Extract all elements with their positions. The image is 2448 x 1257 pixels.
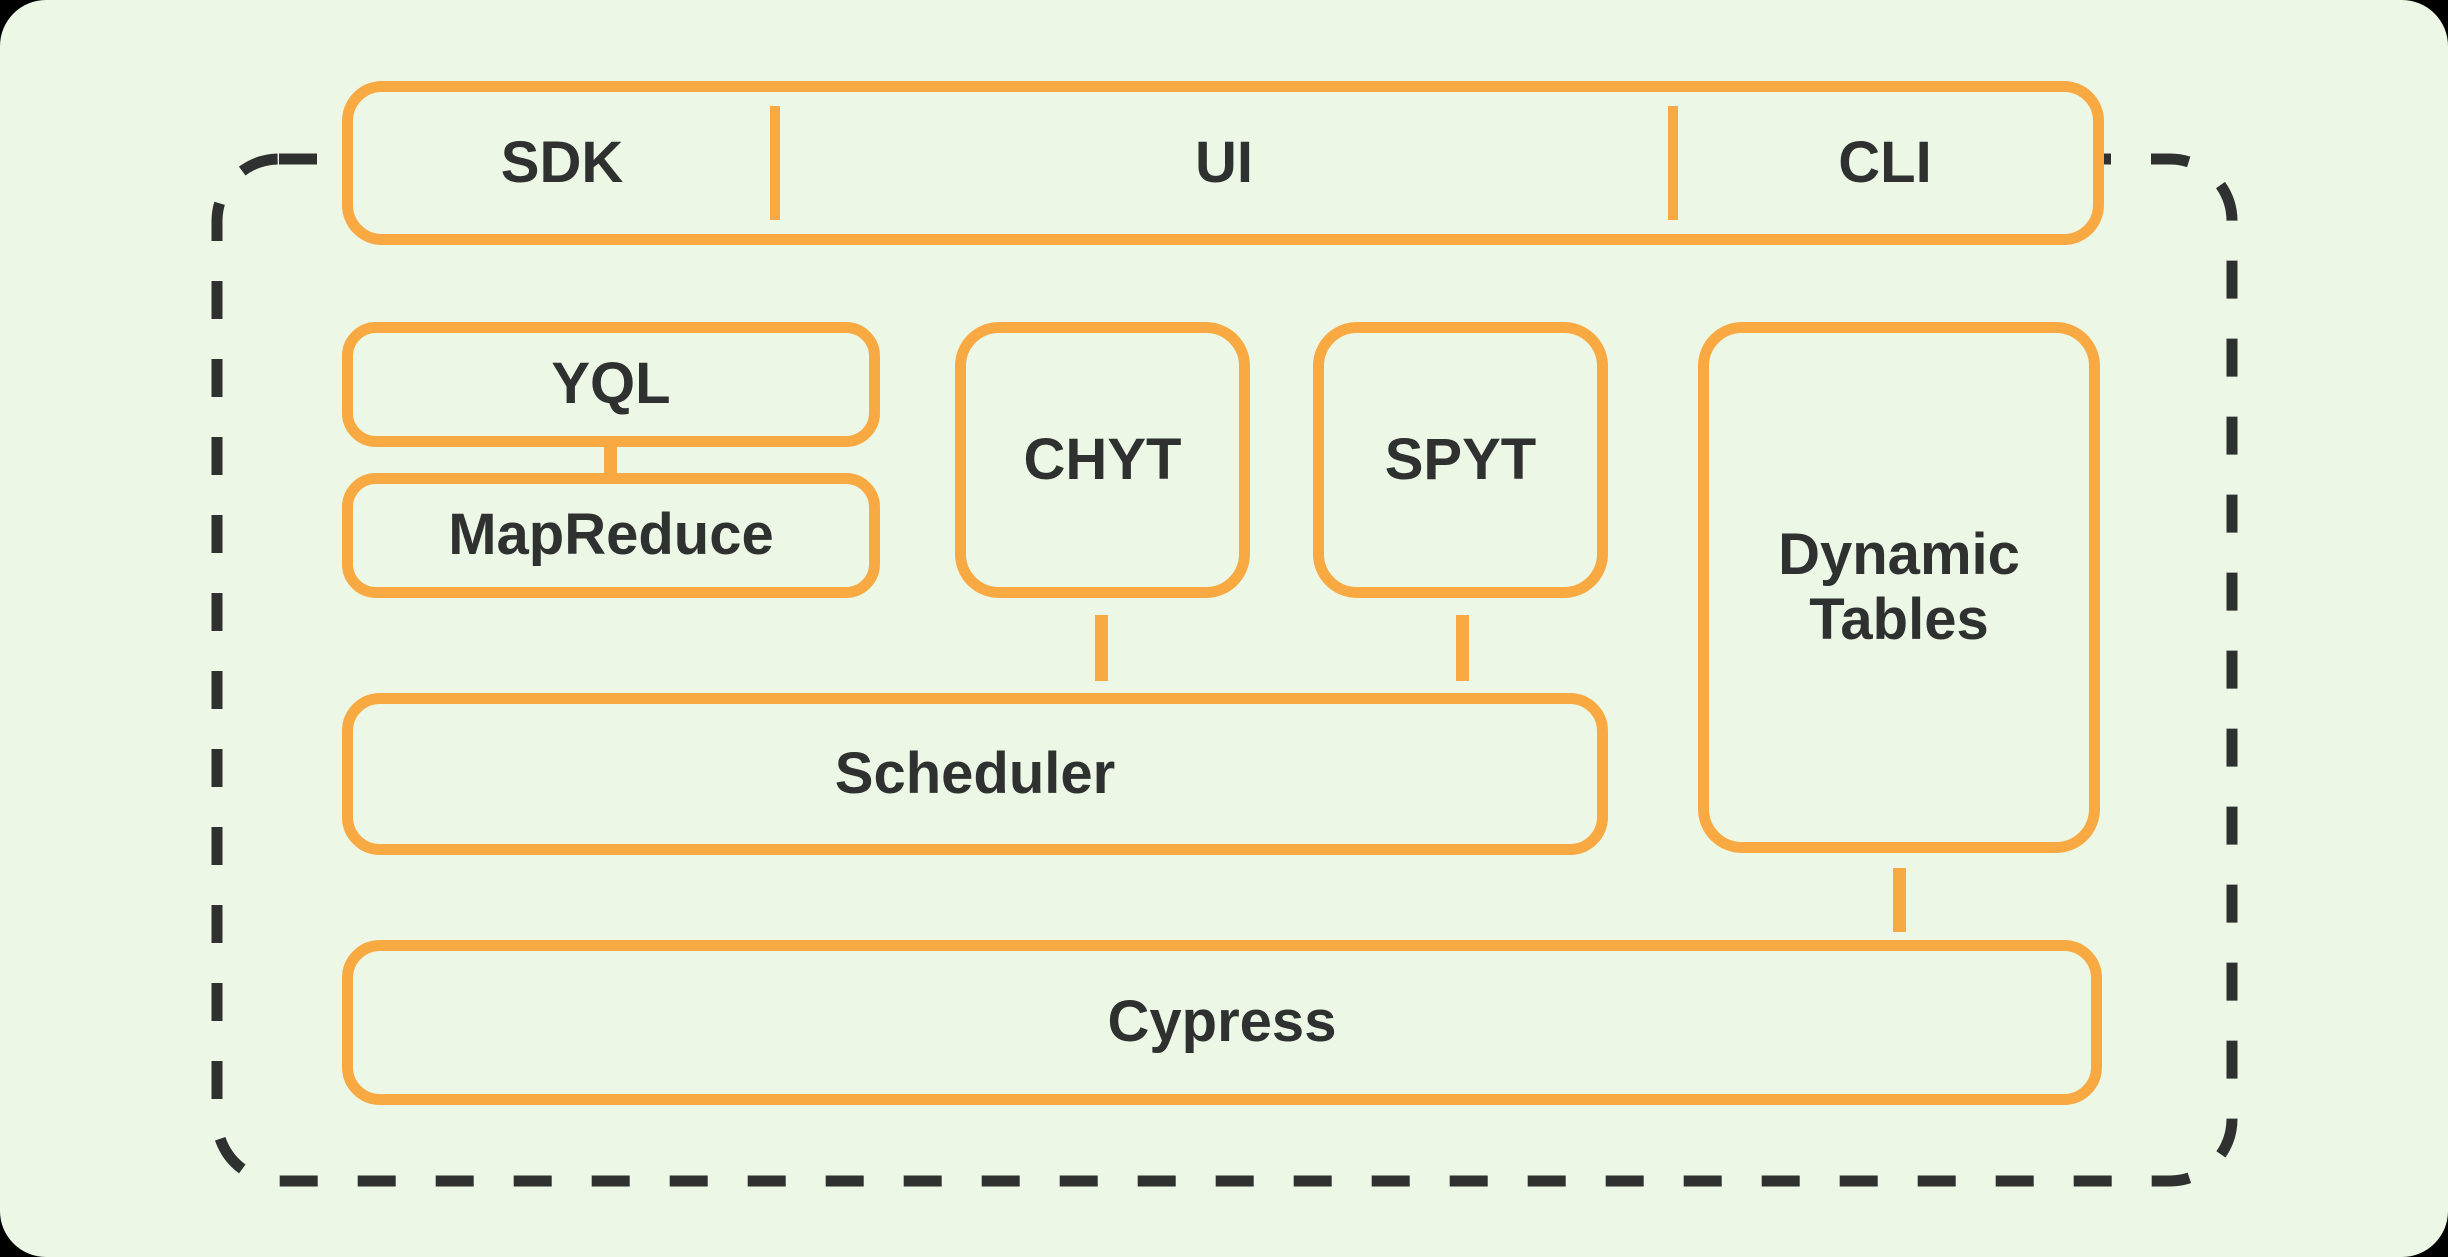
scheduler-label: Scheduler bbox=[834, 740, 1116, 806]
connector-mapreduce-scheduler bbox=[1095, 615, 1108, 681]
scheduler-bar: Scheduler bbox=[342, 693, 1608, 855]
cypress-bar: Cypress bbox=[342, 940, 2102, 1105]
cypress-label: Cypress bbox=[1107, 989, 1337, 1055]
topbar-divider-left bbox=[770, 106, 780, 220]
topbar-section-ui: UI bbox=[780, 92, 1668, 234]
dynamic-tables-label: Dynamic Tables bbox=[1778, 521, 2020, 652]
dynamic-tables-box: Dynamic Tables bbox=[1698, 322, 2100, 853]
topbar-section-sdk: SDK bbox=[354, 92, 770, 234]
connector-spyt-scheduler bbox=[1456, 615, 1469, 681]
connector-dynamic-tables-cypress bbox=[1893, 868, 1906, 932]
topbar-section-cli: CLI bbox=[1678, 92, 2092, 234]
topbar-divider-right bbox=[1668, 106, 1678, 220]
cli-label: CLI bbox=[1838, 129, 1932, 195]
sdk-label: SDK bbox=[500, 129, 624, 195]
connector-yql-mapreduce bbox=[604, 440, 617, 480]
spyt-box: SPYT bbox=[1313, 322, 1608, 598]
access-layer-bar: SDK UI CLI bbox=[342, 81, 2104, 245]
ui-label: UI bbox=[1195, 129, 1253, 195]
spyt-label: SPYT bbox=[1384, 426, 1537, 492]
yql-label: YQL bbox=[551, 351, 671, 417]
yql-box: YQL bbox=[342, 322, 880, 447]
chyt-label: CHYT bbox=[1023, 426, 1182, 492]
chyt-box: CHYT bbox=[955, 322, 1250, 598]
mapreduce-label: MapReduce bbox=[448, 502, 774, 568]
mapreduce-box: MapReduce bbox=[342, 473, 880, 598]
